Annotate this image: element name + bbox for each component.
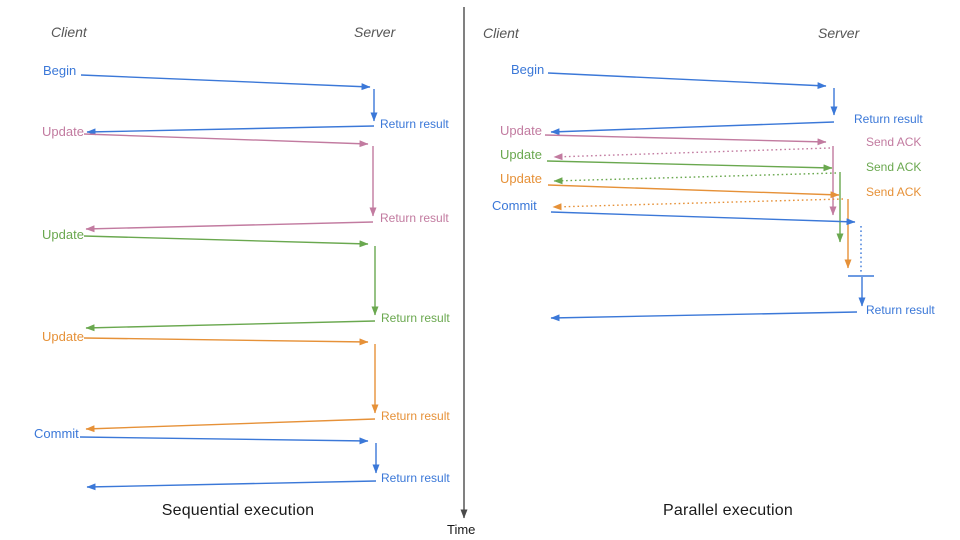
- seq-update1-result-label: Return result: [380, 211, 449, 225]
- par-update3-ack-label: Send ACK: [866, 185, 922, 199]
- seq-update3-label: Update: [42, 329, 84, 344]
- seq-begin-exchange: [80, 74, 378, 136]
- par-begin-result-label: Return result: [854, 112, 923, 126]
- seq-update2-result-label: Return result: [381, 311, 450, 325]
- seq-begin-result-label: Return result: [380, 117, 449, 131]
- seq-update2-response-line: [85, 320, 376, 332]
- sequential-execution-caption: Sequential execution: [161, 502, 315, 519]
- par-update3-request-line: [547, 184, 840, 199]
- par-client-header: Client: [483, 25, 519, 41]
- par-begin-label: Begin: [511, 62, 545, 77]
- seq-begin-label: Begin: [43, 63, 77, 78]
- time-axis-label: Time: [447, 522, 476, 537]
- seq-update3-response-line: [85, 418, 376, 433]
- seq-client-header: Client: [51, 24, 87, 40]
- par-update3-ack-line: [552, 198, 844, 211]
- par-update2-ack-line: [553, 172, 837, 185]
- par-commit-exchange: [550, 211, 874, 322]
- par-server-header: Server: [818, 25, 860, 41]
- seq-commit-exchange: [79, 436, 380, 491]
- par-update1-ack-label: Send ACK: [866, 135, 922, 149]
- seq-begin-request-line: [80, 74, 371, 91]
- seq-update1-response-line: [85, 221, 374, 233]
- seq-update3-exchange: [83, 337, 379, 433]
- par-commit-label: Commit: [492, 198, 537, 213]
- par-update3-label: Update: [500, 171, 542, 186]
- seq-commit-label: Commit: [34, 426, 79, 441]
- par-begin-request-line: [547, 72, 827, 90]
- parallel-execution-caption: Parallel execution: [663, 502, 793, 519]
- par-update1-request-line: [544, 134, 827, 146]
- seq-begin-response-line: [86, 125, 375, 136]
- seq-commit-result-label: Return result: [381, 471, 450, 485]
- par-update2-ack-label: Send ACK: [866, 160, 922, 174]
- par-begin-response-line: [550, 121, 835, 136]
- par-update2-request-line: [546, 160, 833, 172]
- par-update2-label: Update: [500, 147, 542, 162]
- seq-commit-request-line: [79, 436, 369, 445]
- par-update2-exchange: [546, 160, 844, 243]
- par-update1-exchange: [544, 134, 837, 216]
- par-update1-label: Update: [500, 123, 542, 138]
- seq-update3-result-label: Return result: [381, 409, 450, 423]
- seq-server-header: Server: [354, 24, 396, 40]
- par-commit-request-line: [550, 211, 856, 226]
- seq-update2-label: Update: [42, 227, 84, 242]
- seq-update2-request-line: [83, 235, 369, 248]
- seq-update1-request-line: [83, 133, 369, 148]
- par-update1-ack-line: [553, 147, 831, 161]
- par-commit-result-label: Return result: [866, 303, 935, 317]
- seq-commit-response-line: [86, 480, 377, 491]
- par-commit-response-line: [550, 311, 858, 322]
- seq-update3-request-line: [83, 337, 369, 346]
- seq-update1-label: Update: [42, 124, 84, 139]
- seq-update1-exchange: [83, 133, 377, 233]
- par-begin-exchange: [547, 72, 838, 136]
- par-update3-exchange: [547, 184, 852, 269]
- seq-update2-exchange: [83, 235, 379, 332]
